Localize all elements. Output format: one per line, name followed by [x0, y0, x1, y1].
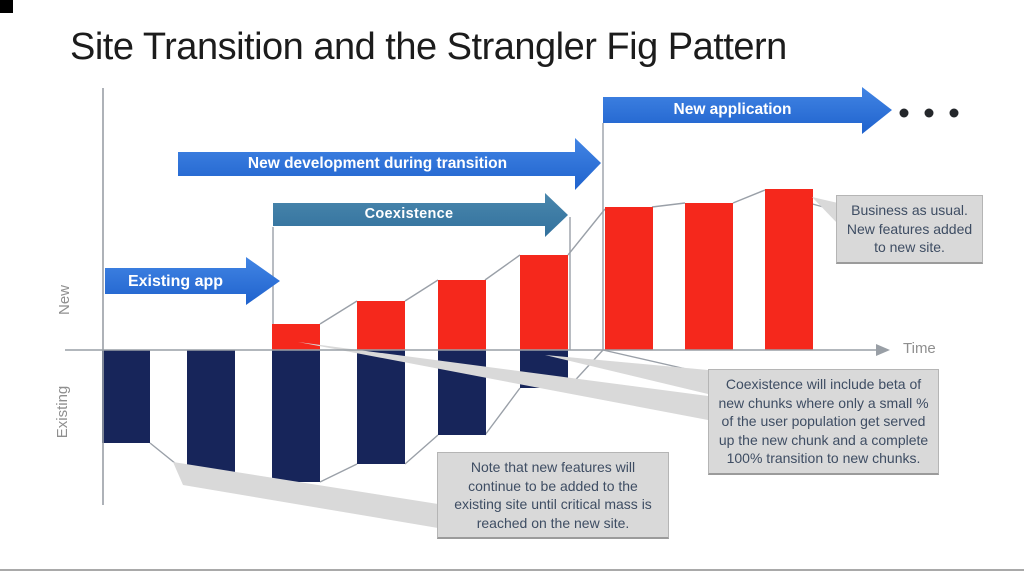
- x-axis-label-time: Time: [903, 340, 936, 357]
- bar-existing-site: [187, 350, 235, 478]
- bar-new-site: [765, 189, 813, 350]
- callout-existing-site-note: Note that new features will continue to …: [437, 452, 669, 539]
- ellipsis-dot: [899, 108, 909, 118]
- callout-leaders: [173, 197, 838, 528]
- existing-app-arrow-label: Existing app: [127, 273, 224, 290]
- bar-new-site: [605, 207, 653, 350]
- phase-arrows: [105, 87, 892, 305]
- callout-business-as-usual: Business as usual. New features added to…: [836, 195, 983, 264]
- axes: [65, 88, 876, 505]
- callout-coexistence-note: Coexistence will include beta of new chu…: [708, 369, 939, 475]
- y-axis-label-new: New: [56, 285, 73, 316]
- page-title: Site Transition and the Strangler Fig Pa…: [70, 26, 787, 68]
- bar-existing-site: [272, 350, 320, 482]
- leader-to-existing-bars: [173, 462, 438, 528]
- leader-to-beta-chunk: [298, 342, 708, 420]
- coexistence-arrow: [273, 193, 568, 237]
- new-application-arrow: [603, 87, 892, 134]
- new-development-arrow: [178, 138, 601, 190]
- bar-new-site: [438, 280, 486, 350]
- three-dots-icon: [899, 108, 959, 118]
- ellipsis-dot: [949, 108, 959, 118]
- bar-new-site: [272, 324, 320, 350]
- new-development-arrow-label: New development during transition: [247, 155, 508, 172]
- new-application-arrow-label: New application: [673, 101, 792, 118]
- y-axis-label-existing: Existing: [54, 385, 71, 439]
- x-axis-arrowhead: [876, 344, 890, 356]
- coexistence-arrow-label: Coexistence: [364, 206, 454, 222]
- slide-bottom-rule: [0, 569, 1024, 571]
- transition-bars: [102, 189, 813, 482]
- ellipsis-dot: [924, 108, 934, 118]
- corner-block: [0, 0, 13, 13]
- leader-to-last-bar: [812, 197, 838, 224]
- bar-existing-site: [357, 350, 405, 464]
- bar-new-site: [520, 255, 568, 350]
- top-envelope-line: [319, 189, 839, 325]
- existing-app-arrow: [105, 257, 280, 305]
- bar-new-site: [685, 203, 733, 350]
- bar-new-site: [357, 301, 405, 350]
- bar-existing-site: [102, 350, 150, 443]
- leader-to-coexistence-end: [545, 355, 708, 394]
